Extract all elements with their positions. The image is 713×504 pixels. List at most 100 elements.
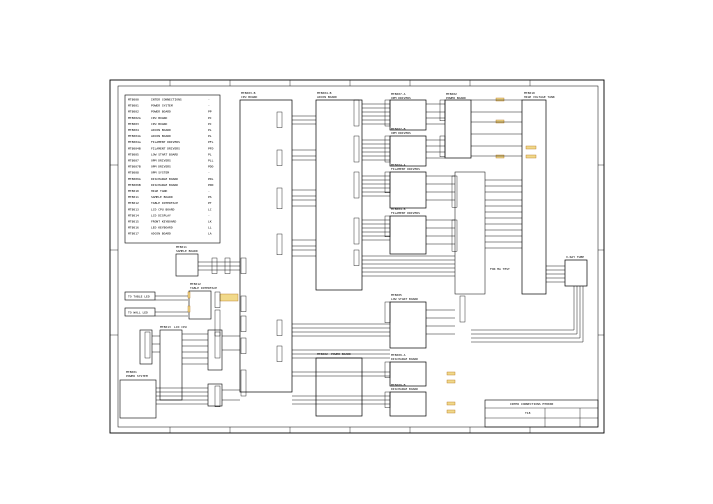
discharge-b-box <box>389 391 427 417</box>
legend-cell: MT8010 <box>128 189 139 193</box>
connector <box>276 149 283 166</box>
legend-cell: MT8004A <box>128 134 141 138</box>
legend-cell: - <box>208 213 210 217</box>
discharge-b-block: MT8009-B DISCHARGE BOARD <box>389 383 427 417</box>
adcon-board-title: ADCON BOARD <box>317 95 337 99</box>
legend-cell: MT8016 <box>128 226 139 230</box>
filament-driver-b: MT8004-B FILAMENT DRIVERS <box>389 207 427 255</box>
discharge-b-ref: MT8009-B <box>391 383 406 387</box>
opm-driver-b: MT8007-B OPM DRIVERS <box>389 127 427 167</box>
legend-cell: PL <box>208 134 212 138</box>
connector <box>384 301 391 323</box>
connector <box>276 319 283 336</box>
adcon-board-block: MT8004-B ADCON BOARD <box>315 91 363 291</box>
connector <box>384 361 391 378</box>
connector <box>240 337 247 354</box>
high-tank-title: HIGH VOLTAGE TANK <box>524 95 555 99</box>
connector <box>384 99 391 127</box>
low-start-ref: MT8005 <box>391 293 402 297</box>
power-system-title: POWER SYSTEM <box>126 374 148 378</box>
legend-cell: MT8007 <box>128 159 139 163</box>
power-system-box <box>119 379 157 419</box>
sample-board-title: SAMPLE BOARD <box>176 249 198 253</box>
legend-cell: MT8013 <box>128 207 139 211</box>
legend-cell: PDL <box>208 177 214 181</box>
legend-cell: LA <box>208 232 212 236</box>
connector <box>439 135 446 157</box>
legend-cell: PC <box>208 116 212 120</box>
discharge-a-block: MT8009-A DISCHARGE BOARD <box>389 353 427 387</box>
legend-cell: ADCON BOARD <box>151 134 171 138</box>
legend-cell: PC <box>208 122 212 126</box>
to-table-led: TO TABLE LED <box>124 291 156 301</box>
title-block-main: INTER CONNECTIONS MT8000 <box>510 402 554 406</box>
fil-a-title: FILAMENT DRIVERS <box>391 167 420 171</box>
legend-cell: POWER BOARD <box>151 110 171 114</box>
discharge-b-title: DISCHARGE BOARD <box>391 387 418 391</box>
connector <box>214 385 221 407</box>
wiring <box>152 99 584 405</box>
connector <box>451 175 458 208</box>
title-block: INTER CONNECTIONS MT8000 T18 <box>484 399 599 428</box>
legend-cell: POWER SYSTEM <box>151 104 173 108</box>
legend-cell: MT8002 <box>128 110 139 114</box>
legend-cell: FILAMENT DRIVERS <box>151 140 180 144</box>
legend-cell: MT8012 <box>128 201 139 205</box>
legend-cell: - <box>208 189 210 193</box>
for-ma-test-label: FOR MA TEST <box>490 267 510 271</box>
to-table-led-label: TO TABLE LED <box>128 295 150 299</box>
xray-tube-box <box>564 259 588 287</box>
legend-cell: HIGH TANK <box>151 189 167 193</box>
sheet-frame-inner <box>117 85 599 428</box>
connector <box>353 135 360 163</box>
legend-cell: FILAMENT DRIVERS <box>151 146 180 150</box>
connector <box>240 315 247 332</box>
opm-a-ref: MT8007-A <box>391 92 406 96</box>
connector <box>214 309 221 337</box>
xray-tube-block: X-RAY TUBE <box>564 255 588 287</box>
legend-cell: LL <box>208 226 212 230</box>
connector <box>240 369 247 397</box>
filament-driver-a: MT8004-A FILAMENT DRIVERS <box>389 163 427 209</box>
connector <box>276 233 283 255</box>
connector <box>240 295 247 312</box>
legend-cell: ADCON BOARD <box>151 128 171 132</box>
lcd-cpu-ref: MT8013 <box>160 325 171 329</box>
legend-cell: PDD <box>208 183 214 187</box>
legend-cell: MT8002A <box>128 116 141 120</box>
sample-board-ref: MT8011 <box>176 245 187 249</box>
connector <box>451 219 458 252</box>
connector <box>353 171 360 199</box>
legend-cell: MT8015 <box>128 220 139 224</box>
power-system-ref: MT8001 <box>126 370 137 374</box>
legend-cell: TABLE INTERFACE <box>151 201 178 205</box>
cpu-board-title: CPU BOARD <box>241 95 257 99</box>
legend-cell: OPM SYSTEM <box>151 171 169 175</box>
legend-cell: MT8008 <box>128 171 139 175</box>
legend-cell: PDD <box>208 165 214 169</box>
to-wall-led: TO WALL LED <box>124 307 156 317</box>
lcd-cpu-title: LCD CPU <box>174 325 187 329</box>
opm-a-title: OPM DRIVERS <box>391 96 411 100</box>
legend-cell: PLL <box>208 159 214 163</box>
legend-cell: LCD DISPLAY <box>151 213 171 217</box>
table-interface-block: MT8012 TABLE INTERFACE <box>188 282 217 320</box>
legend-cell: MT8004B <box>128 146 141 150</box>
legend-cell: SAMPLE BOARD <box>151 195 173 199</box>
table-interface-box <box>188 290 212 320</box>
connector <box>353 217 360 245</box>
high-tank-box <box>521 99 547 295</box>
legend-cell: PL <box>208 128 212 132</box>
connector <box>214 331 221 359</box>
legend-cell: PFL <box>208 140 214 144</box>
opm-driver-a: MT8007-A OPM DRIVERS <box>389 92 427 131</box>
opm-b-ref: MT8007-B <box>391 127 406 131</box>
power-board-b-block: MT8002 POWER BOARD <box>315 352 363 417</box>
title-block-sub: T18 <box>525 411 531 415</box>
legend-cell: PT <box>208 201 212 205</box>
fil-b-box <box>389 215 427 255</box>
legend-cell: LCD CPU BOARD <box>151 207 175 211</box>
discharge-a-ref: MT8009-A <box>391 353 406 357</box>
